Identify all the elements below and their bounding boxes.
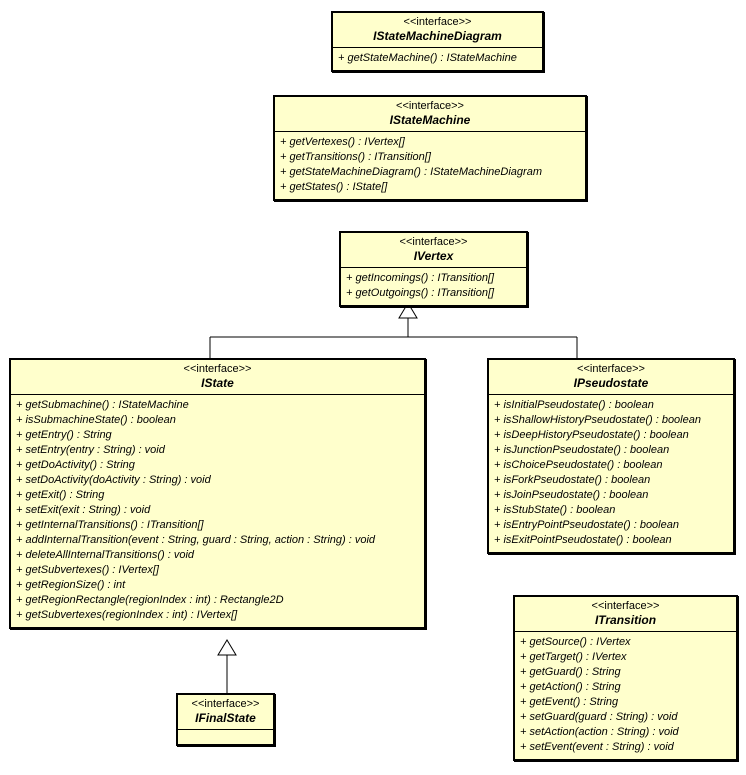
interface-box-istate[interactable]: <<interface>> IState + getSubmachine() :… [9,358,426,629]
generalization-arrow-icon [217,639,237,656]
stereotype-label: <<interface>> [396,100,464,112]
method-item: + setEvent(event : String) : void [520,741,674,753]
interface-box-ifinalstate[interactable]: <<interface>> IFinalState [176,693,275,746]
interface-name: ITransition [594,613,657,627]
method-item: + isChoicePseudostate() : boolean [494,459,663,471]
method-item: + isJunctionPseudostate() : boolean [494,444,670,456]
method-list: + getVertexes() : IVertex[] + getTransiti… [275,132,585,199]
stereotype-label: <<interface>> [191,698,260,710]
method-list [178,730,273,744]
interface-name: IState [201,376,234,390]
method-item: + getDoActivity() : String [16,459,135,471]
interface-box-istatemachine[interactable]: <<interface>> IStateMachine + getVertexe… [273,95,587,201]
interface-name: IVertex [413,249,454,263]
method-item: + getVertexes() : IVertex[] [280,136,405,148]
method-list: + isInitialPseudostate() : boolean + isSh… [489,395,733,552]
stereotype-label: <<interface>> [183,363,252,375]
method-list: + getStateMachine() : IStateMachine [333,48,542,70]
interface-name: IFinalState [195,711,256,725]
method-item: + setExit(exit : String) : void [16,504,151,516]
method-item: + getStates() : IState[] [280,181,388,193]
method-item: + isSubmachineState() : boolean [16,414,176,426]
method-item: + getInternalTransitions() : ITransition… [16,519,204,531]
interface-header: <<interface>> IPseudostate [489,360,733,395]
method-item: + getTarget() : IVertex [520,651,627,663]
method-item: + getRegionSize() : int [16,579,126,591]
method-item: + getGuard() : String [520,666,621,678]
method-item: + getSubvertexes() : IVertex[] [16,564,159,576]
stereotype-label: <<interface>> [591,600,660,612]
method-item: + deleteAllInternalTransitions() : void [16,549,195,561]
method-item: + getSubvertexes(regionIndex : int) : IV… [16,609,238,621]
method-item: + setGuard(guard : String) : void [520,711,678,723]
interface-header: <<interface>> IFinalState [178,695,273,730]
stereotype-label: <<interface>> [399,236,468,248]
method-item: + getStateMachineDiagram() : IStateMachi… [280,166,542,178]
method-item: + getEvent() : String [520,696,619,708]
interface-header: <<interface>> IState [11,360,424,395]
stereotype-label: <<interface>> [577,363,645,375]
method-item: + setAction(action : String) : void [520,726,679,738]
interface-header: <<interface>> ITransition [515,597,736,632]
stereotype-label: <<interface>> [403,16,472,28]
interface-box-istatemachinediagram[interactable]: <<interface>> IStateMachineDiagram + get… [331,11,544,72]
interface-box-ipseudostate[interactable]: <<interface>> IPseudostate + isInitialPs… [487,358,735,554]
method-item: + setDoActivity(doActivity : String) : v… [16,474,211,486]
method-item: + addInternalTransition(event : String, … [16,534,376,546]
method-item: + getStateMachine() : IStateMachine [338,52,517,64]
interface-box-itransition[interactable]: <<interface>> ITransition + getSource() … [513,595,738,761]
method-item: + getTransitions() : ITransition[] [280,151,431,163]
interface-header: <<interface>> IStateMachineDiagram [333,13,542,48]
method-item: + getAction() : String [520,681,621,693]
method-item: + isJoinPseudostate() : boolean [494,489,649,501]
method-item: + setEntry(entry : String) : void [16,444,165,456]
generalization-arrow-icon [398,302,418,319]
method-item: + isDeepHistoryPseudostate() : boolean [494,429,689,441]
method-item: + isInitialPseudostate() : boolean [494,399,654,411]
method-item: + isExitPointPseudostate() : boolean [494,534,672,546]
method-item: + getOutgoings() : ITransition[] [346,287,495,299]
method-item: + getIncomings() : ITransition[] [346,272,495,284]
method-list: + getSubmachine() : IStateMachine + isSub… [11,395,424,627]
interface-header: <<interface>> IStateMachine [275,97,585,132]
method-item: + getRegionRectangle(regionIndex : int) … [16,594,284,606]
method-item: + getSubmachine() : IStateMachine [16,399,189,411]
interface-name: IPseudostate [573,376,649,390]
method-item: + getEntry() : String [16,429,112,441]
interface-header: <<interface>> IVertex [341,233,526,268]
method-list: + getSource() : IVertex + getTarget() : I… [515,632,736,759]
method-item: + getSource() : IVertex [520,636,631,648]
method-item: + isShallowHistoryPseudostate() : boolea… [494,414,701,426]
method-list: + getIncomings() : ITransition[] + getOut… [341,268,526,305]
interface-name: IStateMachineDiagram [373,29,502,43]
method-item: + isForkPseudostate() : boolean [494,474,651,486]
method-item: + isEntryPointPseudostate() : boolean [494,519,679,531]
interface-box-ivertex[interactable]: <<interface>> IVertex + getIncomings() :… [339,231,528,307]
method-item: + isStubState() : boolean [494,504,616,516]
method-item: + getExit() : String [16,489,105,501]
interface-name: IStateMachine [389,113,471,127]
